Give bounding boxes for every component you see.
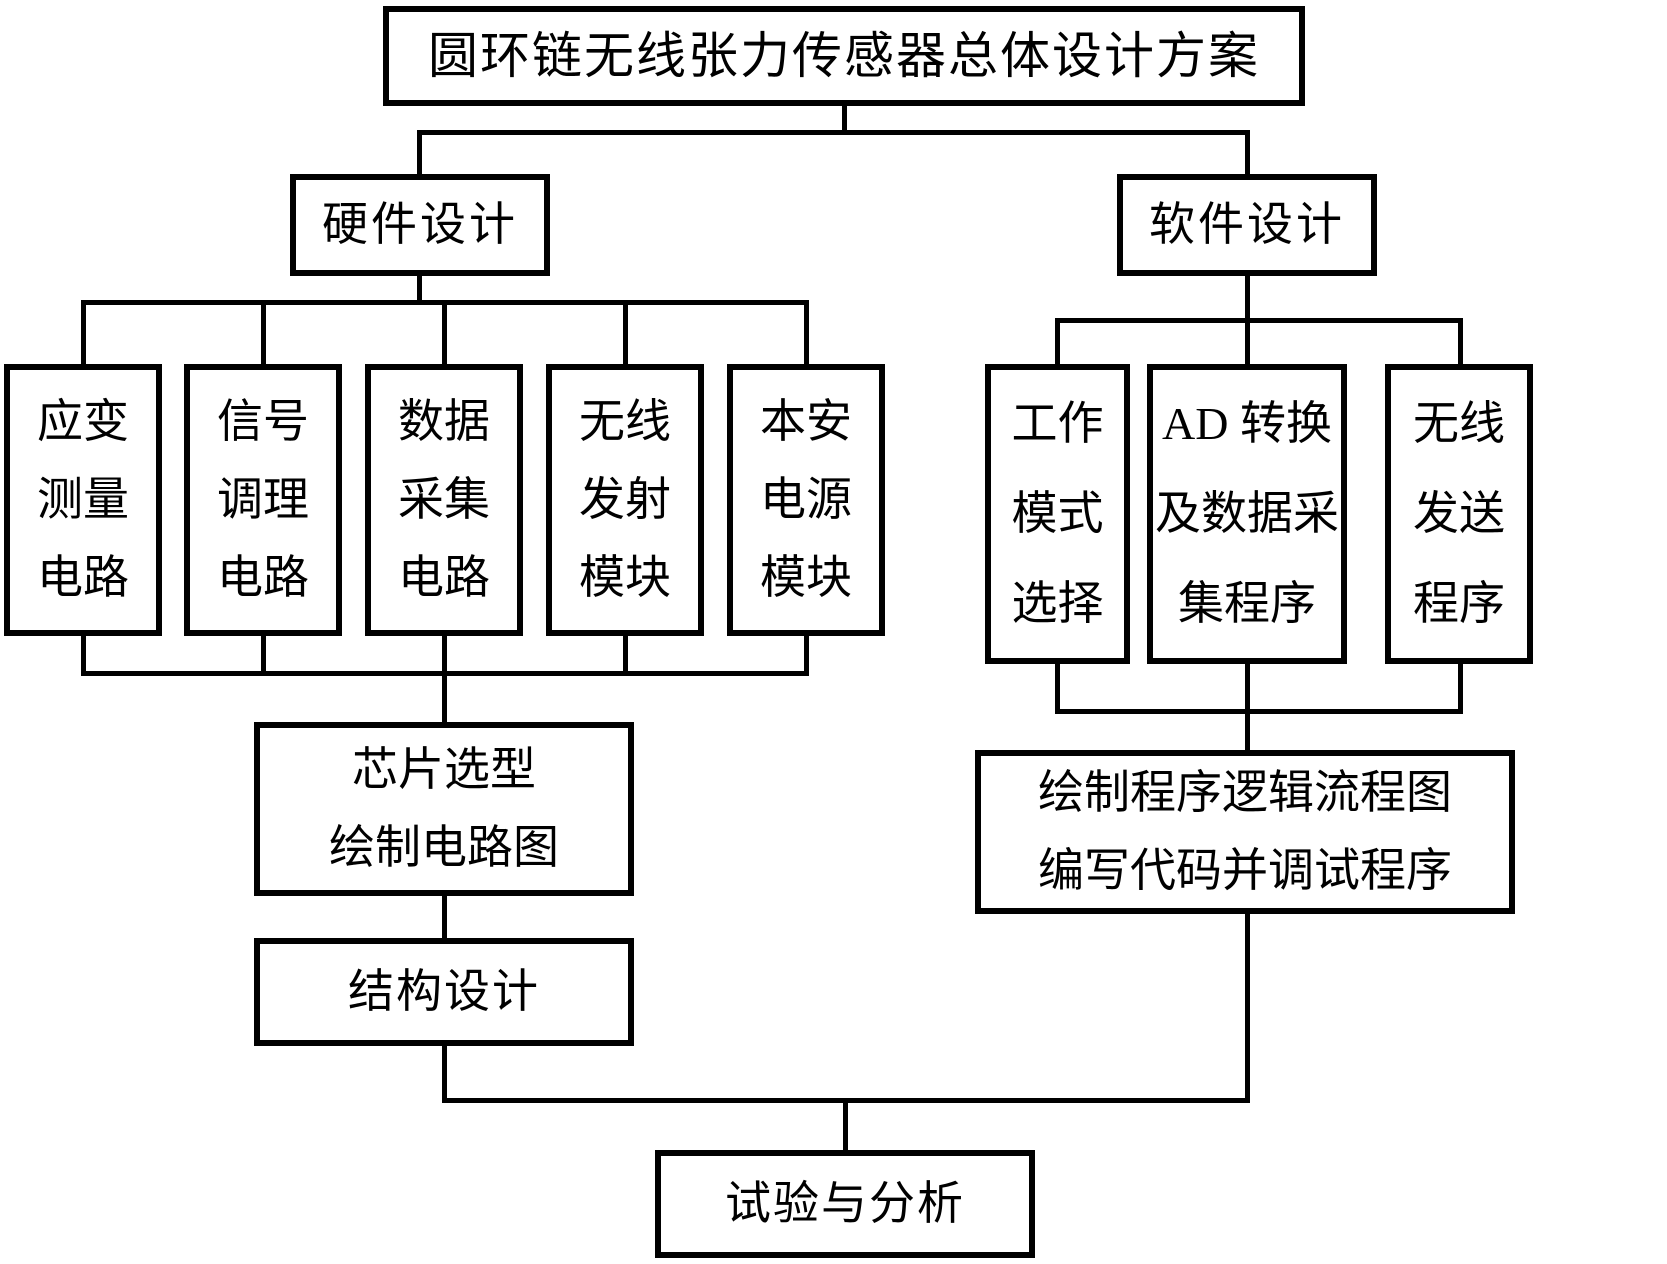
title-text: 圆环链无线张力传感器总体设计方案 [428,28,1260,84]
working-mode-box: 工作 模式 选择 [985,364,1130,664]
connector-hw-down [417,272,422,304]
box-line: 测量 [37,474,129,525]
connector-hw-bstub-2 [261,632,266,676]
box-line: 电路 [398,552,490,603]
hardware-design-box: 硬件设计 [290,174,550,276]
box-line: 芯片选型 [352,744,536,795]
structure-design-box: 结构设计 [254,938,634,1046]
connector-hw-stub-5 [804,300,809,368]
connector-hw-bstub-5 [804,632,809,676]
box-line: 信号 [217,396,309,447]
box-line: 绘制电路图 [329,822,559,873]
connector-sw-stub-3 [1458,318,1463,368]
box-line: 数据 [398,396,490,447]
connector-hw-stub-1 [81,300,86,368]
box-line: 编写代码并调试程序 [1038,845,1452,896]
connector-title-down [842,103,847,135]
connector-structure-down [442,1042,447,1103]
ad-conversion-box: AD 转换 及数据采 集程序 [1147,364,1347,664]
chip-selection-box: 芯片选型 绘制电路图 [254,722,634,896]
program-flowchart-box: 绘制程序逻辑流程图 编写代码并调试程序 [975,750,1515,914]
box-line: 程序 [1413,578,1505,629]
connector-chip-structure [442,892,447,942]
box-line: 选择 [1011,578,1104,629]
box-line: 无线 [579,396,671,447]
connector-hw-bstub-4 [623,632,628,676]
box-line: 结构设计 [348,966,540,1017]
connector-hw-bstub-3 [442,632,447,676]
box-line: 发射 [579,474,671,525]
box-line: 集程序 [1178,578,1316,629]
connector-sw-stub-2 [1245,318,1250,368]
box-line: 模块 [579,552,671,603]
wireless-send-program-box: 无线 发送 程序 [1385,364,1533,664]
connector-sw-bstub-1 [1055,660,1060,714]
software-design-label: 软件设计 [1149,199,1345,250]
software-design-box: 软件设计 [1117,174,1377,276]
connector-hw-stub-2 [261,300,266,368]
connector-split-bus [417,130,1250,135]
box-line: 采集 [398,474,490,525]
box-line: 无线 [1413,398,1505,449]
strain-measurement-box: 应变 测量 电路 [4,364,162,636]
connector-to-hardware [417,130,422,176]
connector-hw-stub-4 [623,300,628,368]
box-line: 发送 [1413,488,1505,539]
box-line: 及数据采 [1155,488,1339,539]
connector-sw-bottom-bus [1055,709,1463,714]
box-line: AD 转换 [1162,398,1332,449]
box-line: 电路 [217,552,309,603]
box-line: 模式 [1011,488,1104,539]
box-line: 模块 [760,552,852,603]
signal-conditioning-box: 信号 调理 电路 [184,364,342,636]
test-analysis-label: 试验与分析 [725,1178,965,1229]
connector-hw-stub-3 [442,300,447,368]
hardware-design-label: 硬件设计 [322,199,518,250]
connector-sw-bstub-2 [1245,660,1250,714]
connector-sw-bstub-3 [1458,660,1463,714]
title-box: 圆环链无线张力传感器总体设计方案 [383,6,1305,106]
connector-sw-top-bus [1055,318,1463,323]
connector-sw-down [1245,272,1250,322]
data-acquisition-box: 数据 采集 电路 [365,364,523,636]
connector-hw-bstub-1 [81,632,86,676]
connector-to-software [1245,130,1250,176]
box-line: 电路 [37,552,129,603]
test-analysis-box: 试验与分析 [655,1150,1035,1258]
box-line: 电源 [760,474,852,525]
connector-to-program [1245,709,1250,754]
box-line: 应变 [37,396,129,447]
box-line: 调理 [217,474,309,525]
connector-to-final [843,1098,848,1154]
connector-sw-stub-1 [1055,318,1060,368]
connector-to-chip [442,671,447,726]
box-line: 绘制程序逻辑流程图 [1038,767,1452,818]
wireless-transmit-module-box: 无线 发射 模块 [546,364,704,636]
intrinsically-safe-power-box: 本安 电源 模块 [727,364,885,636]
box-line: 工作 [1011,398,1104,449]
connector-program-down [1245,910,1250,1103]
box-line: 本安 [760,396,852,447]
